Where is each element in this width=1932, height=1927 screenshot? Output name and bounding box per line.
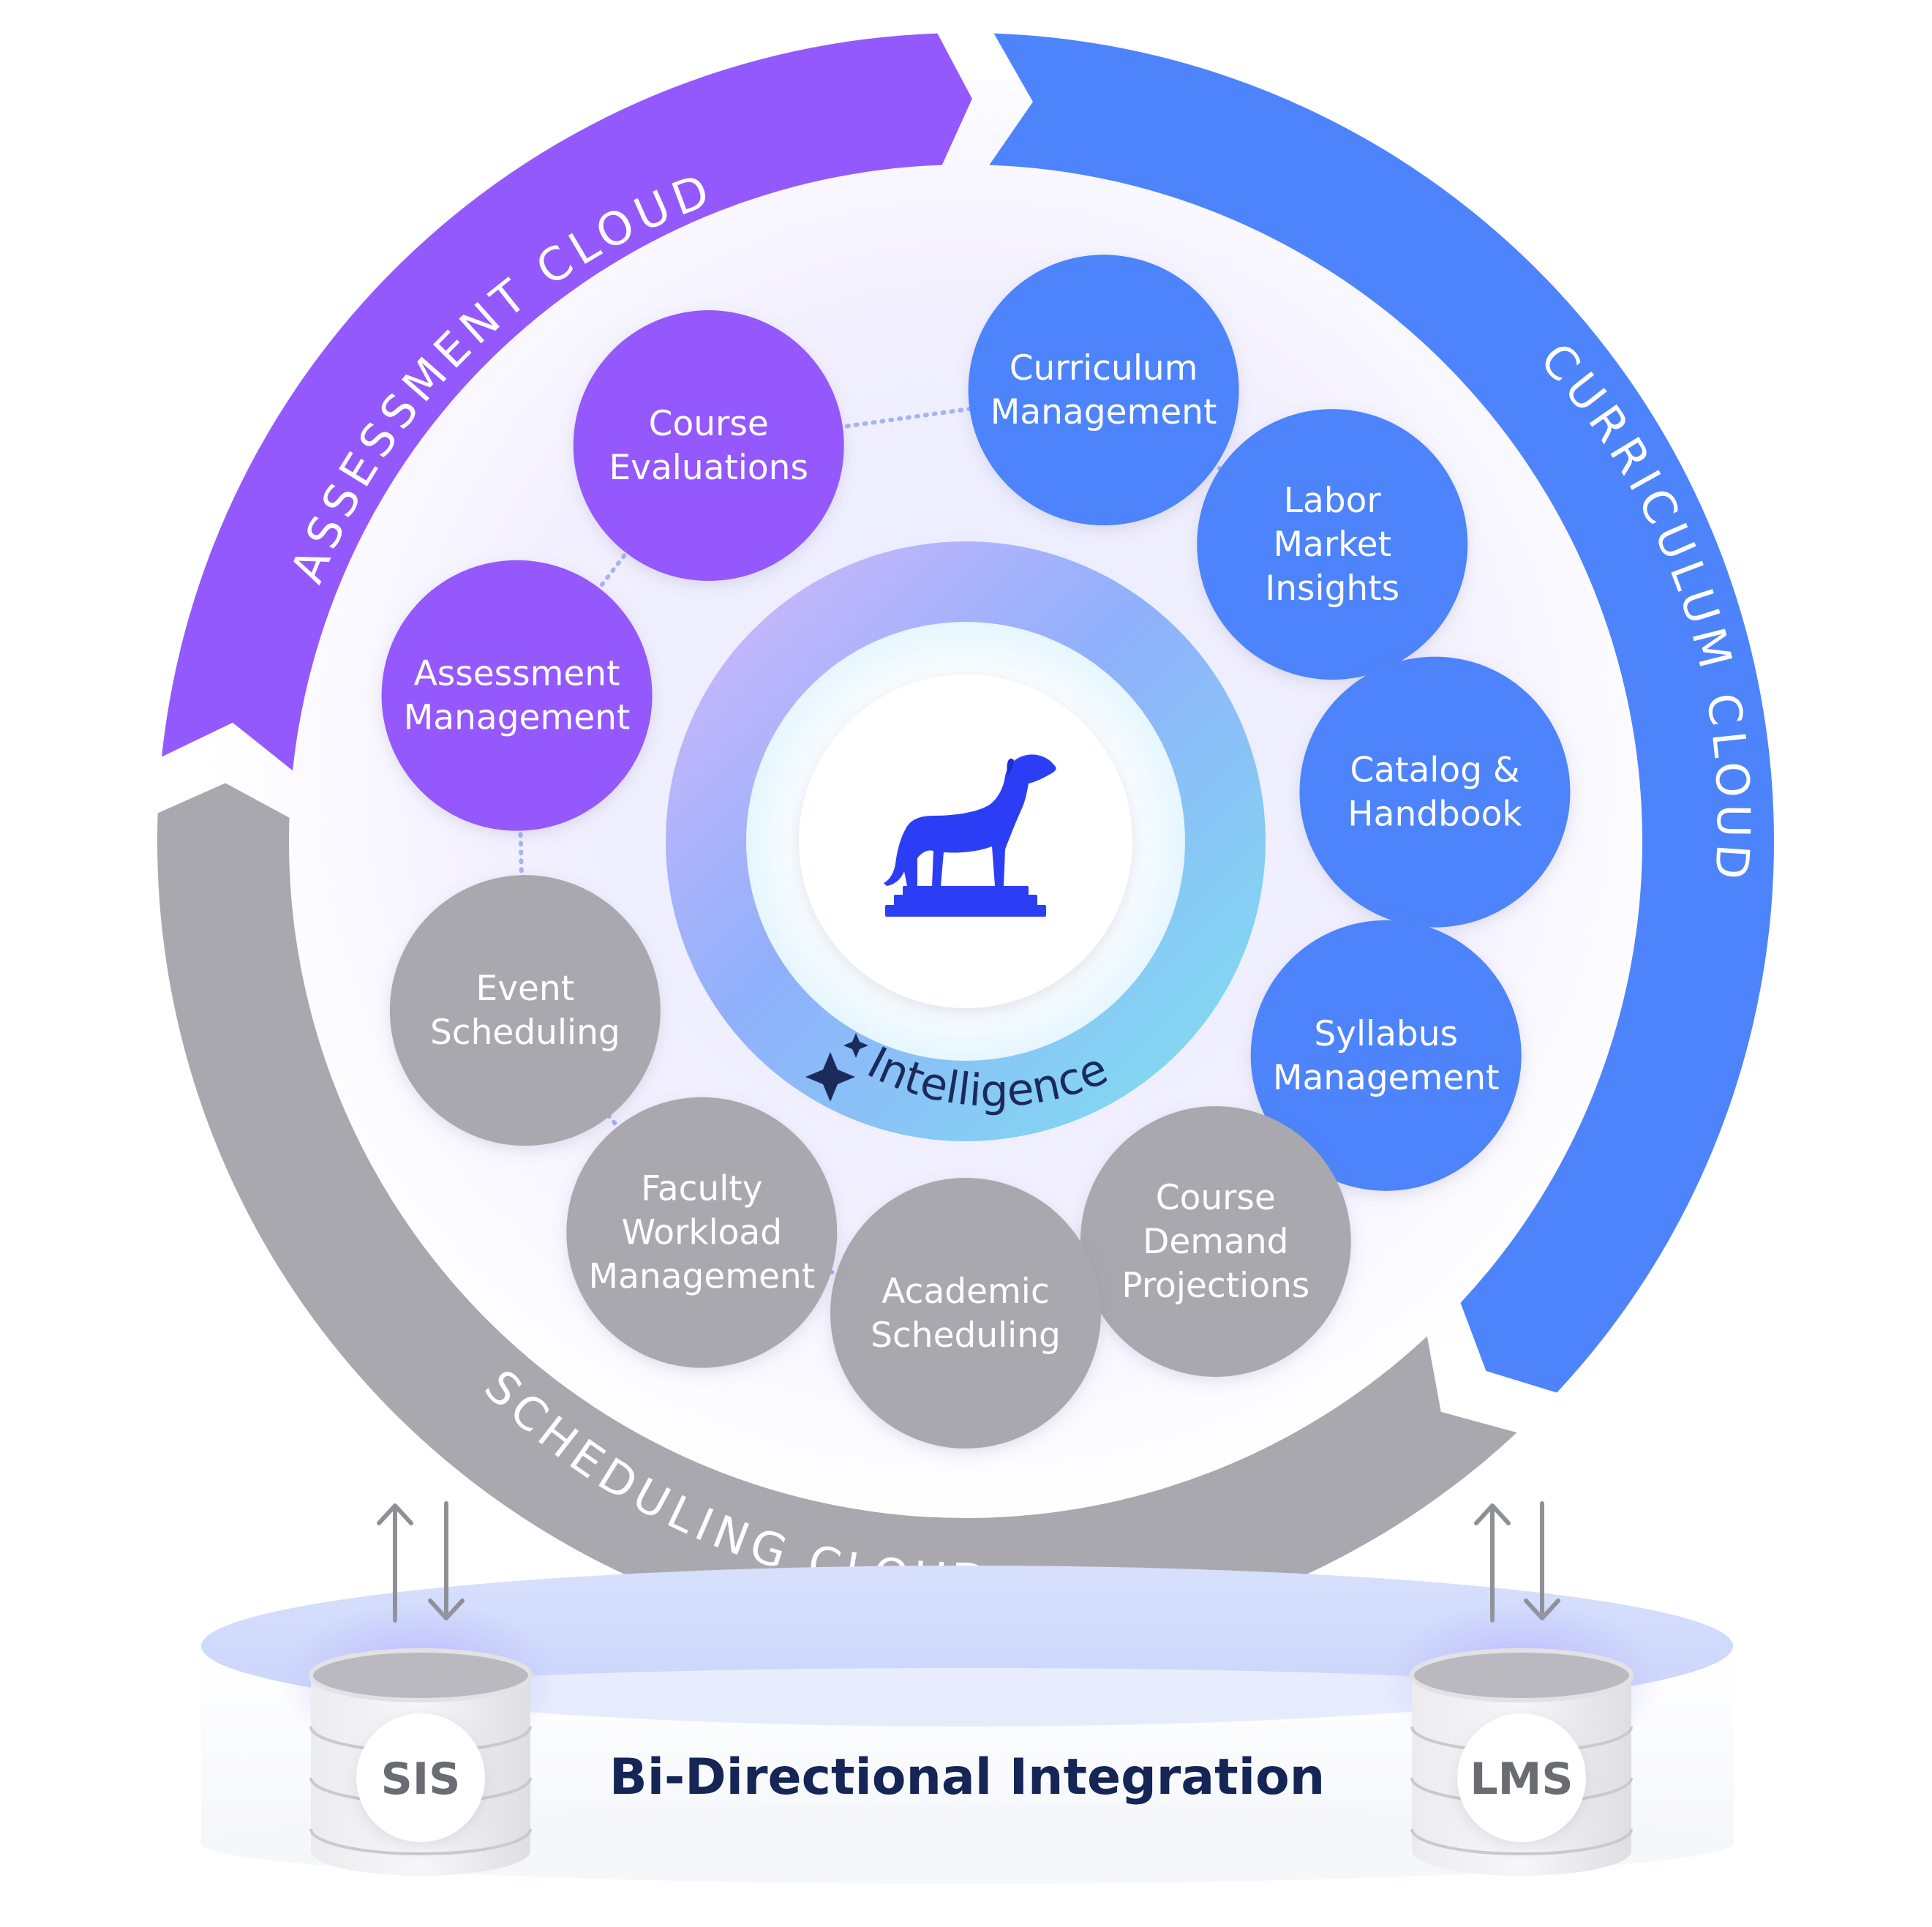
node-label-line: Management xyxy=(991,392,1217,432)
connector xyxy=(594,547,631,594)
node-label-line: Catalog & xyxy=(1350,751,1519,791)
integration-label: Bi-Directional Integration xyxy=(609,1748,1325,1806)
connector xyxy=(518,824,525,882)
node-circle xyxy=(1299,656,1571,928)
database-label: SIS xyxy=(381,1754,461,1805)
node-circle xyxy=(573,310,844,582)
node-label-line: Insights xyxy=(1265,568,1399,609)
node-label-line: Event xyxy=(476,969,575,1009)
node-label-line: Academic xyxy=(882,1271,1049,1312)
node-circle xyxy=(566,1097,838,1368)
database-label-disc xyxy=(1457,1713,1586,1842)
node-circle xyxy=(381,560,653,831)
node-label-line: Syllabus xyxy=(1314,1014,1458,1054)
sis-database: SIS xyxy=(282,1602,560,1876)
connector xyxy=(835,406,977,430)
databases: SIS LMS xyxy=(282,1602,1661,1876)
ring-segment-scheduling xyxy=(157,783,1517,1650)
node-label-line: Evaluations xyxy=(609,448,808,488)
node-label-line: Handbook xyxy=(1347,795,1522,835)
node-catalog-handbook: Catalog &Handbook xyxy=(1299,656,1571,928)
node-circle xyxy=(968,255,1239,526)
node-circle xyxy=(389,875,661,1146)
node-label-line: Management xyxy=(404,698,631,738)
lms-database: LMS xyxy=(1383,1602,1661,1876)
node-label-line: Market xyxy=(1273,525,1391,565)
database-label-disc xyxy=(356,1713,485,1842)
database-label: LMS xyxy=(1470,1754,1573,1805)
dog-on-pedestal-icon xyxy=(884,754,1056,917)
cloud-ring xyxy=(157,33,1774,1650)
ring-segment-assessment xyxy=(162,33,972,771)
node-label-line: Workload xyxy=(622,1213,782,1253)
intelligence-hub: Intelligence xyxy=(666,541,1266,1141)
node-circle xyxy=(1250,920,1522,1191)
node-label-line: Demand xyxy=(1143,1222,1288,1262)
node-label-line: Management xyxy=(1273,1058,1500,1098)
node-label-line: Assessment xyxy=(414,654,620,694)
node-label-line: Faculty xyxy=(641,1169,762,1209)
node-label-line: Curriculum xyxy=(1010,348,1198,388)
node-label-line: Course xyxy=(1156,1178,1276,1218)
sparkle-icon xyxy=(805,1033,868,1102)
node-label-line: Projections xyxy=(1121,1266,1309,1306)
node-label-line: Management xyxy=(589,1257,816,1297)
node-circle xyxy=(830,1178,1101,1449)
node-label-line: Scheduling xyxy=(430,1013,620,1053)
node-label-line: Course xyxy=(649,404,769,444)
platform-bottom xyxy=(201,1803,1733,1884)
node-circle xyxy=(1080,1105,1351,1377)
platform-highlight xyxy=(323,1668,1611,1727)
node-circle xyxy=(1197,409,1468,680)
node-label-line: Scheduling xyxy=(871,1315,1061,1356)
service-nodes: CurriculumManagementLaborMarketInsightsC… xyxy=(381,255,1571,1449)
ring-segment-curriculum xyxy=(989,33,1774,1393)
node-label-line: Labor xyxy=(1284,481,1382,521)
